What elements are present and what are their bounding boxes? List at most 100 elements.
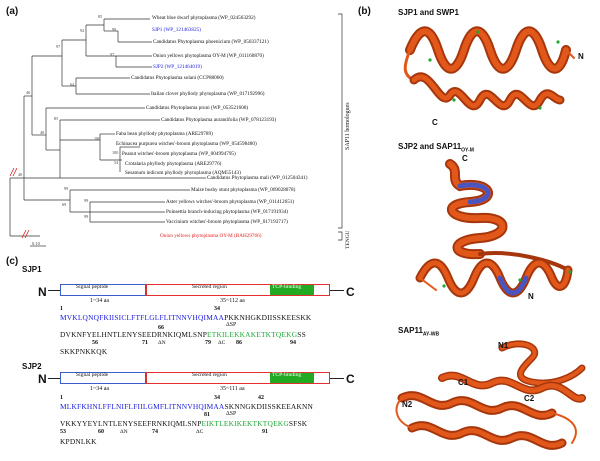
- delta-sp-mark: ΔSP: [226, 322, 237, 328]
- bootstrap-value: 54: [114, 160, 119, 165]
- phylogenetic-tree: Wheat blue dwarf phytoplasma (WP_0245632…: [0, 0, 360, 250]
- bootstrap-value: 85: [98, 14, 103, 19]
- structure-label-n1: N1: [498, 341, 509, 350]
- protein-name-sjp2: SJP2: [22, 362, 42, 371]
- bootstrap-value: 100: [112, 150, 119, 155]
- taxon-label: Candidatus Phytoplasma phoenicium (WP_05…: [153, 39, 269, 45]
- sequence-line-3: SKKPNKKQK: [60, 347, 108, 356]
- tcp-binding-label: TCP-binding: [272, 284, 302, 290]
- taxon-label: Vaccinium witches'-broom phytoplasma (WP…: [166, 219, 288, 225]
- structure-title-sjp2: SJP2 and SAP11OY-M: [398, 142, 474, 154]
- domain-line: [330, 290, 344, 291]
- protein-name-sjp1: SJP1: [22, 265, 42, 274]
- sequence-line-3: KPDNLKK: [60, 437, 97, 446]
- secreted-range-label: 35~111 aa: [220, 386, 245, 392]
- position-mark: 94: [290, 340, 296, 346]
- c-terminus-label: C: [346, 285, 355, 299]
- bootstrap-value: 97: [56, 44, 61, 49]
- taxon-label: Candidatus Phytoplasma aurantifolia (WP_…: [161, 117, 277, 123]
- n-terminus-label: N: [38, 285, 47, 299]
- delta-sp-mark: ΔSP: [226, 411, 237, 417]
- signal-peptide-label: Signal peptide: [76, 284, 109, 290]
- position-mark: 91: [262, 429, 268, 435]
- position-mark: 1: [60, 395, 63, 401]
- bootstrap-value: 69: [62, 202, 67, 207]
- taxon-label: Crotalaria phyllody phytoplasma (ARE2977…: [125, 161, 222, 167]
- structure-label-c1: C1: [458, 378, 469, 387]
- bootstrap-value: 92: [80, 28, 85, 33]
- delta-c-mark: ΔC: [196, 429, 204, 435]
- bootstrap-value: 40: [40, 130, 45, 135]
- signal-range-label: 1~34 aa: [90, 298, 110, 304]
- position-mark: 1: [60, 306, 63, 312]
- taxon-label: Onion yellows phytoplasma OY-M (WP_01116…: [153, 53, 264, 59]
- structure-sap11-ribbon: [395, 340, 586, 450]
- sequence-line-2: DVKNFYELHNTLENYSEEDRNKIQMLSNPETKILEKKAKE…: [60, 330, 306, 339]
- domain-line: [48, 378, 60, 379]
- signal-peptide-box: [60, 284, 146, 296]
- tree-branches: [9, 13, 343, 247]
- bracket-label-tengu: TENGU: [345, 230, 351, 249]
- taxon-label: Aster yellows witches'-broom phytoplasma…: [166, 199, 295, 205]
- position-mark: 53: [60, 429, 66, 435]
- bootstrap-value: 64: [70, 82, 75, 87]
- bootstrap-value: 97: [110, 52, 115, 57]
- bootstrap-value: 99: [64, 186, 69, 191]
- taxon-label: Candidatus Phytoplasma pruni (WP_0535216…: [146, 105, 249, 111]
- taxon-label: Peanut witches'-broom phytoplasma (WP_00…: [122, 151, 236, 157]
- taxon-label: Poinsettia branch-inducing phytoplasma (…: [166, 209, 289, 215]
- sequence-line-1: MVKLQNQFKIISICLFTFLGLFLITNNVHQIMAAPKKNHG…: [60, 313, 312, 322]
- n-terminus-label: N: [38, 372, 47, 386]
- position-mark: 34: [214, 306, 220, 312]
- tcp-binding-label: TCP-binding: [272, 372, 302, 378]
- structure-label-n: N: [528, 292, 534, 301]
- domain-line: [330, 378, 344, 379]
- structure-label-n: N: [578, 52, 584, 61]
- position-mark: 71: [142, 340, 148, 346]
- position-mark: 66: [158, 325, 164, 331]
- signal-peptide-label: Signal peptide: [76, 372, 109, 378]
- structure-sjp1-helix: [403, 26, 575, 111]
- position-mark: 56: [92, 340, 98, 346]
- taxon-label: Echinacea purpurea witches'-broom phytop…: [116, 141, 257, 147]
- position-mark: 42: [258, 395, 264, 401]
- taxon-label: Maize bushy stunt phytoplasma (WP_069028…: [191, 187, 296, 193]
- structure-label-c: C: [462, 154, 468, 163]
- taxon-label: SJP2 (WP_121464019): [153, 64, 202, 70]
- sequence-line-1: MLKFKHNLFFLNIFLFIILGMFLITNNVHQIMAASKNNGK…: [60, 402, 314, 411]
- tcp-binding-box: [270, 285, 314, 295]
- position-mark: 86: [236, 340, 242, 346]
- sequence-line-2: VKKYYEYLNTLENYSEEFRNKIQMLSNPEIKTLEKIKEKT…: [60, 419, 308, 428]
- tcp-binding-box: [270, 373, 314, 383]
- secreted-range-label: 35~112 aa: [220, 298, 245, 304]
- taxon-label: Candidatus Phytoplasma solani (CCP88060): [131, 75, 224, 81]
- position-mark: 74: [152, 429, 158, 435]
- taxon-label: Candidatus Phytoplasma mali (WP_01250434…: [207, 175, 308, 181]
- bootstrap-value: 99: [84, 198, 89, 203]
- structure-label-c: C: [432, 118, 438, 127]
- domain-line: [48, 290, 60, 291]
- taxon-label: Wheat blue dwarf phytoplasma (WP_0245632…: [152, 15, 256, 21]
- delta-c-mark: ΔC: [218, 340, 226, 346]
- panel-label-a: (a): [6, 6, 19, 17]
- taxon-label: SJP1 (WP_121463825): [152, 27, 201, 33]
- bracket-label-sap11: SAP11 homologues: [345, 102, 351, 150]
- taxon-label: Faba bean phyllody phytoplasma (ARE29789…: [116, 131, 213, 137]
- signal-peptide-box: [60, 372, 146, 384]
- secreted-region-box: [146, 372, 330, 384]
- secreted-region-label: Secreted region: [192, 284, 227, 290]
- c-terminus-label: C: [346, 372, 355, 386]
- panel-label-b: (b): [358, 6, 371, 17]
- bootstrap-value: 99: [112, 27, 117, 32]
- delta-n-mark: ΔN: [158, 340, 166, 346]
- bootstrap-value: 99: [84, 214, 89, 219]
- structure-label-n2: N2: [402, 400, 413, 409]
- bootstrap-value: 46: [26, 90, 31, 95]
- taxon-label: Onion yellows phytoplasma OY-M (BAH29766…: [160, 233, 262, 239]
- position-mark: 34: [214, 395, 220, 401]
- scale-bar-label: 0.10: [32, 241, 40, 246]
- position-mark: 79: [205, 340, 211, 346]
- secreted-region-box: [146, 284, 330, 296]
- position-mark: 60: [98, 429, 104, 435]
- bootstrap-value: 40: [18, 172, 23, 177]
